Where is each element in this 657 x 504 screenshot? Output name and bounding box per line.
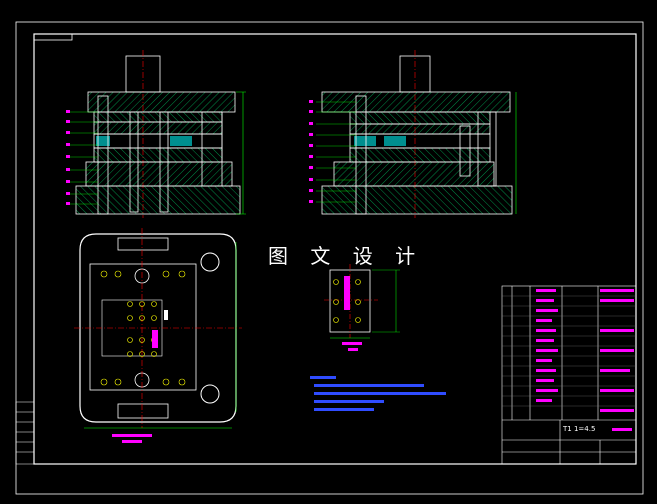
technical-notes	[310, 376, 446, 411]
watermark-text: 图 文 设 计	[268, 244, 424, 268]
title-block-scale: T1 1=4.5	[563, 425, 596, 433]
plan-view	[74, 228, 242, 443]
inner-border	[33, 33, 637, 465]
outer-border	[15, 21, 644, 495]
side-section-view	[309, 50, 517, 218]
front-section-view	[66, 50, 246, 218]
corner-tag	[33, 33, 73, 41]
detail-view	[324, 264, 400, 351]
title-block	[501, 285, 637, 465]
upper-die-base	[87, 91, 236, 113]
title-block-entries	[536, 289, 634, 431]
title-block-rows	[502, 295, 636, 407]
lower-die-base	[75, 185, 241, 215]
revision-table	[15, 401, 35, 465]
